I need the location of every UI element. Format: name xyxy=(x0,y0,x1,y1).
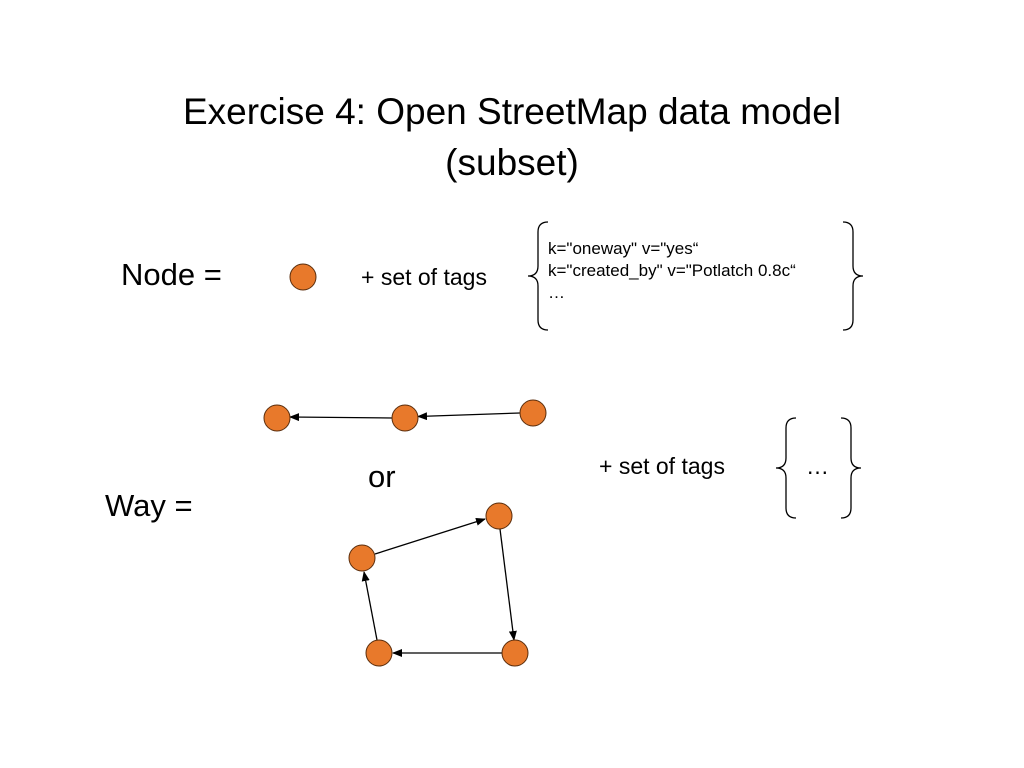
way-tags-label: + set of tags xyxy=(599,453,725,479)
or-label: or xyxy=(368,459,396,494)
way-tags-right-brace xyxy=(840,417,862,519)
node-tags-right-brace xyxy=(842,221,864,331)
closed-way-edge-2 xyxy=(499,528,517,641)
way-label: Way = xyxy=(105,488,193,523)
node-tags-label: + set of tags xyxy=(361,264,487,290)
closed-way-node-4 xyxy=(365,639,393,667)
node-tag-line-2: k="created_by" v="Potlatch 0.8c“ xyxy=(548,261,796,280)
linear-way-edge-1 xyxy=(417,412,521,421)
way-tags-left-brace xyxy=(775,417,797,519)
single-node xyxy=(289,263,317,291)
linear-way-node-1 xyxy=(263,404,291,432)
linear-way-edge-2 xyxy=(289,413,393,422)
title-line-2: (subset) xyxy=(445,142,579,183)
linear-way-node-2 xyxy=(391,404,419,432)
closed-way-node-3 xyxy=(501,639,529,667)
title-line-1: Exercise 4: Open StreetMap data model xyxy=(182,91,842,132)
slide-title: Exercise 4: Open StreetMap data model (s… xyxy=(112,86,912,188)
way-tag-ellipsis: … xyxy=(806,453,829,479)
node-tag-line-3: … xyxy=(548,283,565,302)
closed-way-node-1 xyxy=(348,544,376,572)
node-label: Node = xyxy=(121,257,222,292)
linear-way-node-3 xyxy=(519,399,547,427)
node-tags-left-brace xyxy=(527,221,549,331)
node-tag-line-1: k="oneway" v="yes“ xyxy=(548,239,699,258)
closed-way-edge-1 xyxy=(374,517,486,555)
closed-way-edge-4 xyxy=(361,571,378,641)
node-tag-list: k="oneway" v="yes“ k="created_by" v="Pot… xyxy=(548,238,796,304)
closed-way-node-2 xyxy=(485,502,513,530)
